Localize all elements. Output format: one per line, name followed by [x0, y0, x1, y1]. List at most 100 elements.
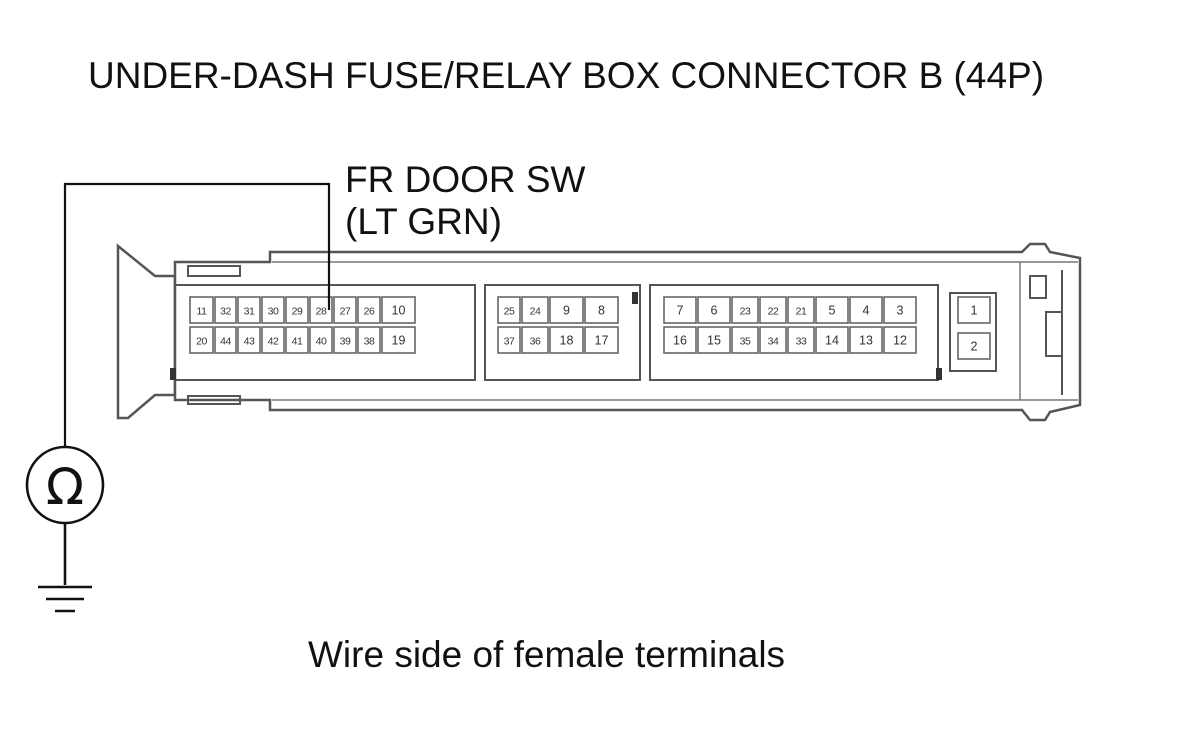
terminal-number: 40: [316, 336, 327, 348]
terminal-number: 3: [897, 304, 904, 318]
terminal-cell: [815, 296, 849, 324]
terminal-cell: [309, 296, 333, 324]
terminal-cell: [849, 296, 883, 324]
terminal-cell: [849, 326, 883, 354]
terminal-cell: [883, 326, 917, 354]
terminal-number: 42: [268, 336, 279, 348]
ohm-symbol: Ω: [46, 458, 84, 516]
terminal-cell: [357, 296, 381, 324]
terminal-cell: [285, 326, 309, 354]
terminal-cell: [381, 296, 416, 324]
probe-wire: [63, 182, 331, 447]
terminal-number: 23: [740, 306, 751, 318]
terminal-number: 41: [292, 336, 303, 348]
terminal-number: 15: [707, 334, 721, 348]
terminal-number: 11: [197, 306, 208, 318]
terminal-cell: [189, 326, 214, 354]
terminal-number: 8: [598, 304, 605, 318]
terminal-number: 38: [364, 336, 375, 348]
terminal-number: 39: [340, 336, 351, 348]
terminal-cell: [663, 326, 697, 354]
terminal-block-4: 12: [957, 296, 991, 360]
terminal-number: 27: [340, 306, 351, 318]
terminal-cell: [697, 296, 731, 324]
terminal-number: 31: [244, 306, 255, 318]
terminal-cell: [357, 326, 381, 354]
terminal-cell: [731, 326, 759, 354]
terminal-number: 33: [796, 336, 807, 348]
ground-icon: [38, 523, 92, 613]
terminal-number: 43: [244, 336, 255, 348]
terminal-number: 4: [863, 304, 870, 318]
ohmmeter-icon: Ω: [25, 445, 105, 525]
terminal-cell: [549, 296, 584, 324]
terminal-number: 10: [392, 304, 406, 318]
terminal-cell: [285, 296, 309, 324]
terminal-number: 17: [595, 334, 609, 348]
terminal-number: 13: [859, 334, 873, 348]
terminal-cell: [214, 296, 237, 324]
terminal-cell: [787, 326, 815, 354]
wire-label-name: FR DOOR SW: [345, 159, 586, 200]
terminal-block-3: 7 6 23 22 21 5 4 3 16 15 35 34 33 14 13 12: [663, 296, 917, 354]
terminal-cell: [381, 326, 416, 354]
terminal-number: 34: [768, 336, 779, 348]
terminal-number: 6: [711, 304, 718, 318]
terminal-number: 36: [530, 336, 541, 348]
terminal-cell: [237, 296, 261, 324]
terminal-cell: [957, 332, 991, 360]
terminal-cell: [214, 326, 237, 354]
terminal-number: 24: [530, 306, 541, 318]
terminal-number: 29: [292, 306, 303, 318]
terminal-number: 28: [316, 306, 327, 318]
terminal-cell: [189, 296, 214, 324]
terminal-number: 1: [971, 304, 978, 318]
terminal-number: 26: [364, 306, 375, 318]
terminal-cell: [237, 326, 261, 354]
terminal-number: 7: [677, 304, 684, 318]
terminal-number: 25: [504, 306, 515, 318]
terminal-cell: [957, 296, 991, 324]
diagram-caption: Wire side of female terminals: [308, 634, 785, 675]
terminal-number: 21: [796, 306, 807, 318]
terminal-block-2: 25 24 9 8 37 36 18 17: [497, 296, 619, 354]
terminal-number: 22: [768, 306, 779, 318]
terminal-cell: [584, 326, 619, 354]
terminal-cell: [663, 296, 697, 324]
terminal-cell: [759, 326, 787, 354]
terminal-number: 2: [971, 340, 978, 354]
terminal-cell: [521, 296, 549, 324]
terminal-cell: [815, 326, 849, 354]
terminal-cell: [521, 326, 549, 354]
terminal-cell: [883, 296, 917, 324]
terminal-number: 35: [740, 336, 751, 348]
terminal-number: 37: [504, 336, 515, 348]
terminal-number: 19: [392, 334, 406, 348]
terminal-cell: [333, 296, 357, 324]
terminal-cell: [261, 296, 285, 324]
diagram-title: UNDER-DASH FUSE/RELAY BOX CONNECTOR B (4…: [88, 55, 1044, 96]
terminal-cell: [759, 296, 787, 324]
terminal-cell: [697, 326, 731, 354]
terminal-number: 5: [829, 304, 836, 318]
terminal-cell: [497, 326, 521, 354]
terminal-number: 12: [893, 334, 907, 348]
terminal-number: 16: [673, 334, 687, 348]
terminal-cell: [549, 326, 584, 354]
terminal-cell: [731, 296, 759, 324]
terminal-cell: [497, 296, 521, 324]
terminal-number: 30: [268, 306, 279, 318]
connector-housing: [116, 242, 1082, 422]
terminal-number: 14: [825, 334, 839, 348]
terminal-cell: [333, 326, 357, 354]
terminal-cell: [584, 296, 619, 324]
terminal-number: 32: [220, 306, 231, 318]
terminal-number: 20: [196, 336, 207, 348]
terminal-cell: [787, 296, 815, 324]
terminal-number: 9: [563, 304, 570, 318]
terminal-cell: [261, 326, 285, 354]
terminal-number: 18: [560, 334, 574, 348]
